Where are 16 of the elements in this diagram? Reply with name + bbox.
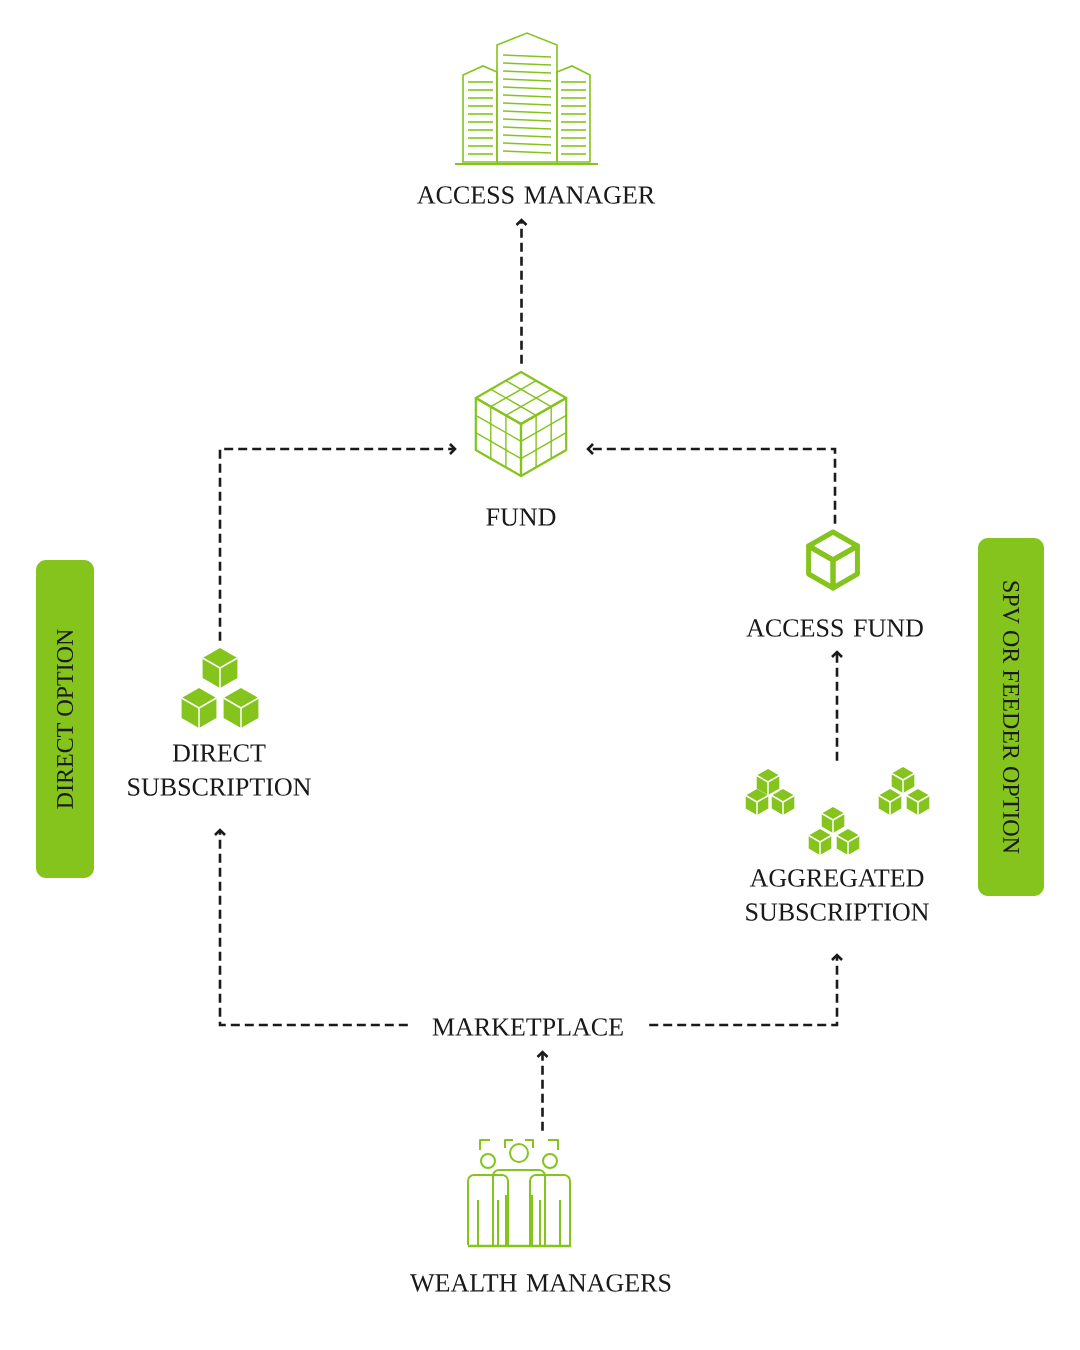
node-label: MARKETPLACE — [432, 1018, 623, 1036]
option-band: SPV OR FEEDER OPTION — [978, 538, 1044, 896]
arrow — [515, 218, 528, 364]
arrow — [831, 650, 843, 761]
arrow — [536, 1050, 549, 1131]
node-label: WEALTH MANAGERS — [410, 1274, 671, 1292]
arrow — [649, 953, 843, 1027]
arrow — [214, 828, 408, 1027]
node-label: ACCESS MANAGER — [417, 186, 656, 204]
node-label: AGGREGATED SUBSCRIPTION — [746, 869, 929, 921]
node-label: FUND — [486, 508, 556, 526]
node-label: ACCESS FUND — [746, 619, 923, 637]
arrow — [218, 443, 457, 641]
node-label: DIRECT SUBSCRIPTION — [128, 744, 311, 796]
option-band: DIRECT OPTION — [36, 560, 94, 878]
arrow — [586, 443, 837, 524]
